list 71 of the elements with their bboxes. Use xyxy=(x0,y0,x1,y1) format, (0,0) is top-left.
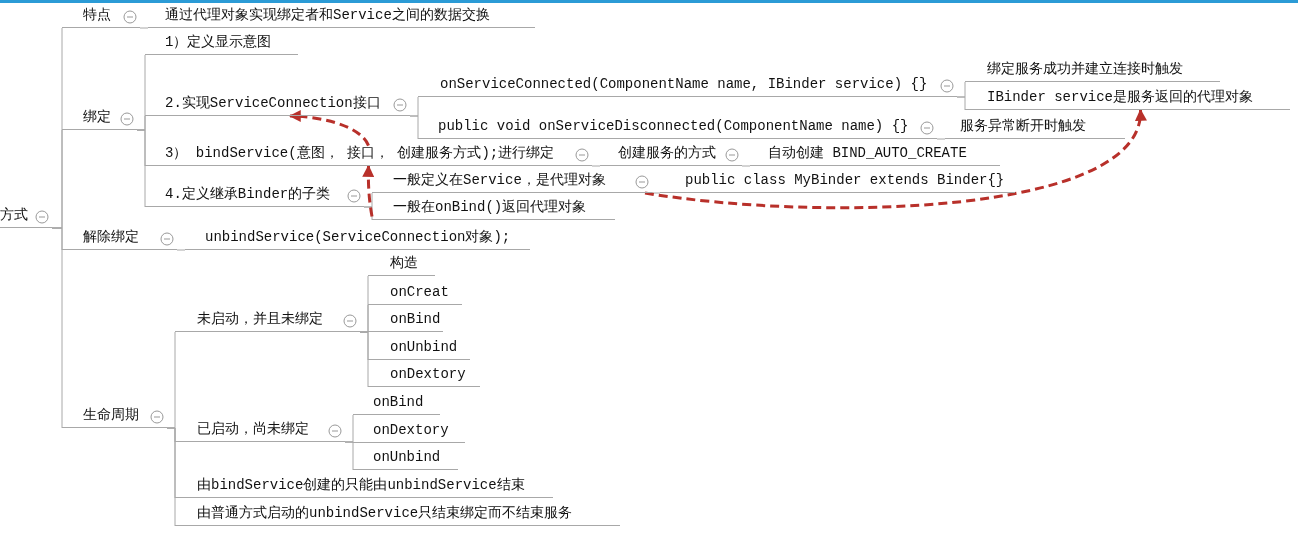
topic-text: 生命周期 xyxy=(83,406,139,425)
topic-text: 绑定 xyxy=(83,108,111,127)
topic-node xyxy=(145,31,298,55)
topic-node xyxy=(145,183,364,207)
topic-text: 1）定义显示意图 xyxy=(165,33,272,52)
topic-text: 创建服务的方式 xyxy=(618,144,716,163)
topic-text: onUnbind xyxy=(390,338,458,357)
topic-text: 4.定义继承Binder的子类 xyxy=(165,185,331,204)
topic-node xyxy=(145,92,410,116)
topic-text: 一般定义在Service，是代理对象 xyxy=(393,171,606,190)
topic-text: public void onServiceDisconnected(ComponentName name) {} xyxy=(438,117,909,136)
topic-node xyxy=(175,502,620,526)
topic-text: 服务异常断开时触发 xyxy=(960,117,1086,136)
topic-node xyxy=(0,204,52,228)
branch-line xyxy=(359,331,369,388)
topic-text: 3） bindService(意图， 接口， 创建服务方式);进行绑定 xyxy=(165,144,555,163)
branch-line xyxy=(591,165,601,167)
topic-node xyxy=(62,226,177,250)
topic-text: onCreat xyxy=(390,283,449,302)
topic-node xyxy=(600,142,742,166)
topic-text: onUnbind xyxy=(373,448,441,467)
branch-line xyxy=(409,115,419,140)
topic-node xyxy=(62,404,167,428)
topic-text: onDextory xyxy=(390,365,466,384)
topic-text: public class MyBinder extends Binder{} xyxy=(685,171,1005,190)
topic-node xyxy=(372,196,615,220)
topic-text: 通过代理对象实现绑定者和Service之间的数据交换 xyxy=(165,6,490,25)
topic-text: 2.实现ServiceConnection接口 xyxy=(165,94,381,113)
topic-node xyxy=(175,418,345,442)
topic-text: 未启动，并且未绑定 xyxy=(197,310,323,329)
dashed-arrow xyxy=(288,110,370,147)
branch-line xyxy=(651,192,661,194)
topic-text: unbindService(ServiceConnection对象); xyxy=(205,228,511,247)
topic-node xyxy=(945,115,1125,139)
branch-line xyxy=(176,249,186,251)
topic-text: 特点 xyxy=(83,6,111,25)
topic-text: onDextory xyxy=(373,421,449,440)
branch-line xyxy=(936,138,946,140)
topic-text: 解除绑定 xyxy=(83,228,139,247)
topic-text: 已启动，尚未绑定 xyxy=(197,420,309,439)
branch-line xyxy=(956,96,966,111)
topic-text: onBind xyxy=(390,310,441,329)
branch-line xyxy=(363,206,373,221)
topic-text: 方式 xyxy=(0,206,28,225)
topic-node xyxy=(62,106,137,130)
topic-node xyxy=(175,308,360,332)
topic-text: onBind xyxy=(373,393,424,412)
topic-node xyxy=(148,4,535,28)
topic-text: 由bindService创建的只能由unbindService结束 xyxy=(197,476,525,495)
dashed-arrow xyxy=(362,164,375,217)
branch-line xyxy=(166,427,176,527)
branch-line xyxy=(741,165,751,167)
topic-text: 由普通方式启动的unbindService只结束绑定而不结束服务 xyxy=(197,504,573,523)
topic-text: IBinder service是服务返回的代理对象 xyxy=(987,88,1254,107)
topic-text: 构造 xyxy=(390,254,418,273)
topic-node xyxy=(368,252,435,276)
topic-node xyxy=(62,4,140,28)
topic-node xyxy=(372,169,652,193)
topic-text: onServiceConnected(ComponentName name, IBinder service) {} xyxy=(440,75,928,94)
topic-node xyxy=(145,142,592,166)
topic-text: 自动创建 BIND_AUTO_CREATE xyxy=(768,144,967,163)
branch-line xyxy=(344,441,354,471)
dashed-arrow xyxy=(644,108,1144,210)
topic-node xyxy=(185,226,530,250)
topic-node xyxy=(965,86,1290,110)
topic-text: 一般在onBind()返回代理对象 xyxy=(393,198,587,217)
topic-node xyxy=(965,58,1220,82)
topic-node xyxy=(750,142,1000,166)
topic-text: 绑定服务成功并建立连接时触发 xyxy=(987,60,1183,79)
branch-line xyxy=(139,27,149,29)
topic-node xyxy=(175,474,553,498)
